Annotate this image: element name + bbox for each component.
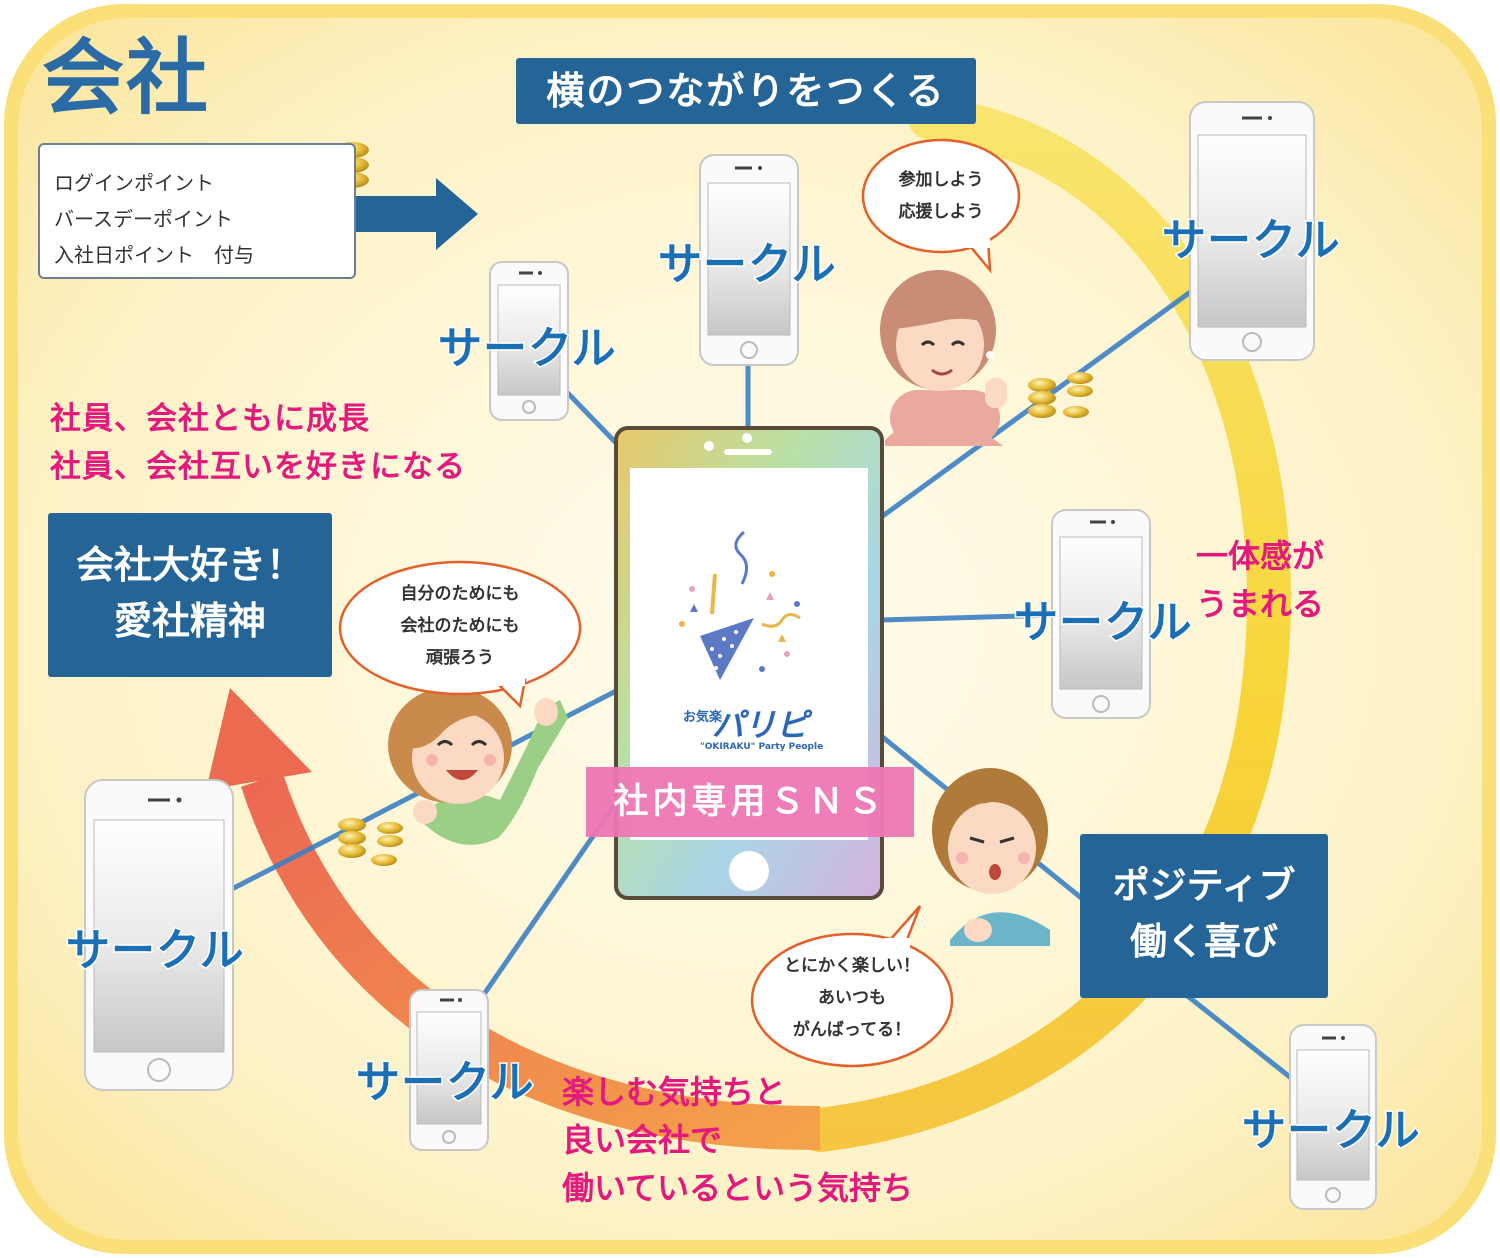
points-line: バースデーポイント [54,207,233,231]
bubble-bottom-text: とにかく楽しい！ あいつも がんばってる！ [762,950,942,1046]
bubble-line: 参加しよう [898,170,984,190]
phone-icon [409,989,489,1151]
bubble-line: 頑張ろう [426,648,494,668]
points-line: ログインポイント [54,171,214,195]
bubble-line: がんばってる！ [792,1020,912,1040]
woman-avatar-icon [880,270,1007,446]
phone-icon [1189,101,1315,361]
bubble-left-text: 自分のためにも 会社のためにも 頑張ろう [370,578,550,674]
logo-small-text: お気楽 [683,710,723,725]
bubble-line: 会社のためにも [400,616,520,636]
enjoy-line: 楽しむ気持ちと [562,1073,787,1111]
phone-icon [489,261,569,421]
banner-positive-work: ポジティブ 働く喜び [1080,834,1328,998]
bubble-line: 自分のためにも [400,584,520,604]
growth-line: 社員、会社ともに成長 [50,401,370,437]
circle-label: サークル [1013,596,1194,650]
coin-stack-icon [338,818,403,866]
growth-line: 社員、会社互いを好きになる [50,449,466,485]
party-popper-icon [679,530,801,680]
banner-line: 働く喜び [1130,920,1278,963]
circle-label: サークル [657,238,838,292]
bubble-line: とにかく楽しい！ [784,956,920,976]
banner-horizontal-connection: 横のつながりをつくる [516,58,976,124]
logo-main-text: パリピ [712,706,809,744]
bubble-line: あいつも [818,988,886,1008]
boy-avatar-icon [932,768,1050,946]
circle-label: サークル [437,322,618,376]
circle-label: サークル [1161,214,1342,268]
bubble-top-text: 参加しよう 応援しよう [876,164,1006,228]
coin-stack-icon [1028,372,1093,418]
right-arrow-icon [356,178,478,250]
girl-avatar-icon [388,687,568,845]
speech-bubble-bottom [750,905,954,1068]
enjoy-line: 良い会社で [562,1121,723,1159]
enjoy-line: 働いているという気持ち [562,1169,914,1207]
page-title: 会社 [42,31,211,126]
banner-line: 会社大好き！ [75,543,304,587]
banner-line: ポジティブ [1112,864,1296,907]
unity-line: 一体感が [1196,537,1325,575]
unity-text: 一体感が うまれる [1196,532,1324,628]
logo-sub-text: "OKIRAKU" Party People [700,742,824,752]
banner-love-company: 会社大好き！ 愛社精神 [48,513,332,677]
enjoy-text: 楽しむ気持ちと 良い会社で 働いているという気持ち [562,1068,913,1212]
unity-line: うまれる [1196,585,1325,623]
circle-label: サークル [355,1056,536,1110]
circle-label: サークル [1241,1104,1422,1158]
growth-text: 社員、会社ともに成長 社員、会社互いを好きになる [50,395,466,491]
circle-label: サークル [65,924,246,978]
phone-icon [699,154,799,366]
phone-icon [1289,1024,1377,1210]
phone-icon [1051,509,1151,719]
sns-label: 社内専用ＳＮＳ [586,767,914,837]
points-line: 入社日ポイント 付与 [54,243,254,267]
speech-bubble-left [338,560,582,709]
points-box: ログインポイント バースデーポイント 入社日ポイント 付与 [38,143,356,279]
bubble-line: 応援しよう [898,202,984,222]
phone-icon [84,779,234,1091]
speech-bubble-top [861,138,1021,274]
banner-line: 愛社精神 [113,599,266,643]
